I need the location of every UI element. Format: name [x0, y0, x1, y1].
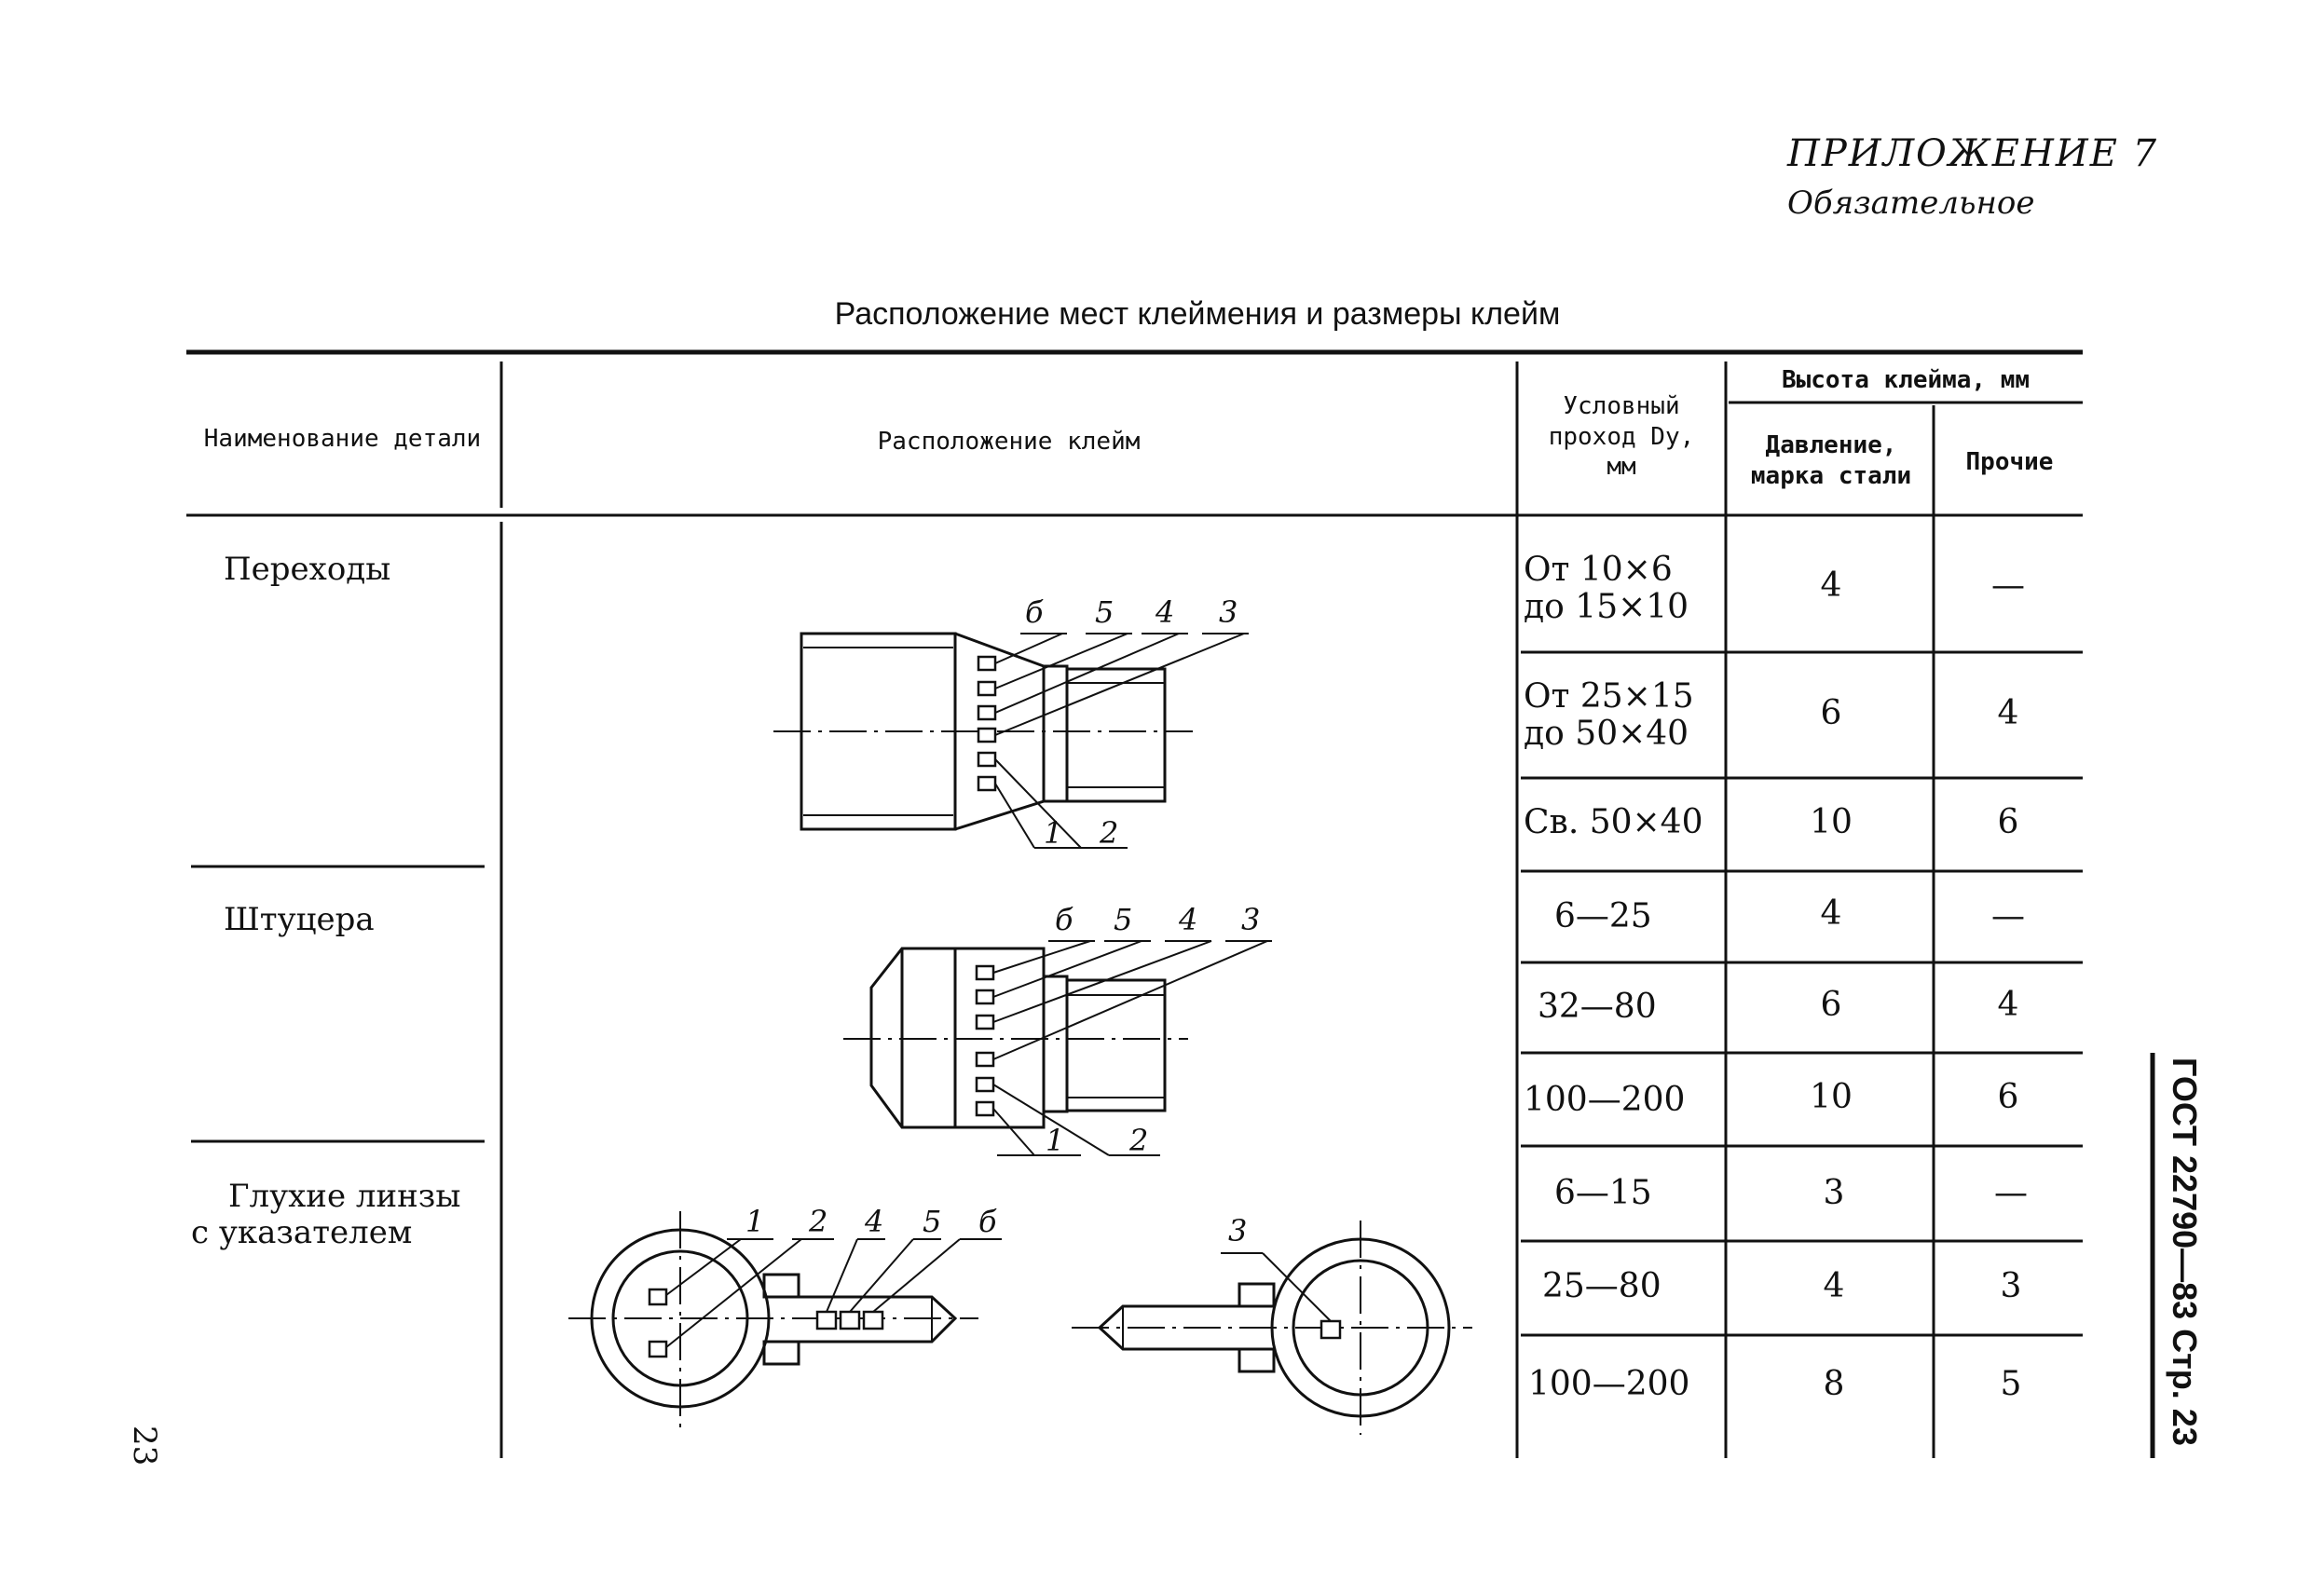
- other-row-5: 4: [1997, 986, 2019, 1024]
- bore-row-2-line2: до 50×40: [1524, 714, 1689, 753]
- bore-row-9: 100—200: [1528, 1365, 1690, 1403]
- appendix-title: ПРИЛОЖЕНИЕ 7: [1787, 132, 2159, 175]
- fitting-label-5: 5: [1114, 902, 1132, 937]
- transition-drawing: [773, 632, 1249, 849]
- part-lenses-line2: с указателем: [191, 1214, 413, 1252]
- other-row-9: 5: [2000, 1365, 2022, 1403]
- other-row-1: —: [1991, 566, 2025, 605]
- transition-label-5: 5: [1095, 594, 1114, 630]
- other-row-2: 4: [1997, 694, 2019, 732]
- table-title: Расположение мест клеймения и размеры кл…: [834, 296, 1561, 332]
- row-separators: [1521, 650, 2083, 1337]
- transition-label-4: 4: [1155, 594, 1174, 630]
- other-row-3: 6: [1997, 803, 2019, 841]
- pressure-row-7: 3: [1823, 1174, 1845, 1212]
- bore-row-1: От 10×6 до 15×10: [1524, 552, 1689, 625]
- transition-label-2: 2: [1099, 815, 1118, 851]
- part-fittings: Штуцера: [224, 901, 375, 938]
- lens-left-label-5: 5: [923, 1204, 941, 1239]
- other-row-4: —: [1991, 897, 2025, 935]
- fitting-label-3: 3: [1241, 902, 1260, 937]
- pressure-row-5: 6: [1820, 986, 1842, 1024]
- fitting-label-2: 2: [1128, 1123, 1148, 1158]
- header-other: Прочие: [1965, 448, 2054, 476]
- bore-row-6: 100—200: [1524, 1081, 1686, 1119]
- transition-label-1: 1: [1044, 815, 1062, 851]
- other-row-7: —: [1994, 1174, 2028, 1212]
- appendix-subtitle: Обязательное: [1787, 184, 2035, 222]
- lens-left-drawing: [568, 1211, 1002, 1430]
- part-lenses-line1: Глухие линзы: [228, 1178, 461, 1215]
- pressure-row-6: 10: [1810, 1078, 1853, 1116]
- header-bore-line2: проход Dу,: [1548, 422, 1695, 451]
- transition-label-3: 3: [1219, 594, 1238, 630]
- fitting-label-1: 1: [1046, 1123, 1064, 1158]
- lens-right-label-3: 3: [1228, 1213, 1247, 1248]
- bore-row-2: От 25×15 до 50×40: [1524, 678, 1694, 752]
- lens-right-drawing: [1072, 1221, 1472, 1435]
- lens-left-label-1: 1: [745, 1204, 764, 1239]
- other-row-8: 3: [2000, 1267, 2022, 1305]
- fitting-label-4: 4: [1178, 902, 1197, 937]
- doc-code-vertical: ГОСТ 22790—83 Стр. 23: [2166, 1057, 2204, 1446]
- page-number-vertical: 23: [126, 1425, 163, 1466]
- header-part-name: Наименование детали: [203, 425, 482, 453]
- bore-row-1-line2: до 15×10: [1524, 587, 1689, 626]
- lens-left-label-6: б: [978, 1204, 997, 1239]
- pressure-row-8: 4: [1823, 1267, 1845, 1305]
- part-lenses: Глухие линзы с указателем: [191, 1178, 461, 1252]
- pressure-row-1: 4: [1820, 566, 1842, 605]
- header-location: Расположение клейм: [877, 428, 1141, 456]
- header-bore: Условный проход Dу, мм: [1517, 391, 1726, 483]
- pressure-row-3: 10: [1810, 803, 1853, 841]
- bore-row-7: 6—15: [1554, 1174, 1652, 1212]
- lens-left-label-4: 4: [864, 1204, 883, 1239]
- pressure-row-4: 4: [1820, 894, 1842, 933]
- fitting-drawing: [843, 940, 1272, 1156]
- bore-row-4: 6—25: [1554, 897, 1652, 935]
- header-bore-line1: Условный: [1563, 392, 1680, 420]
- fitting-label-6: б: [1055, 902, 1073, 937]
- transition-label-6: б: [1025, 594, 1044, 630]
- bore-row-1-line1: От 10×6: [1524, 551, 1673, 589]
- other-row-6: 6: [1997, 1078, 2019, 1116]
- header-pressure: Давление, марка стали: [1729, 430, 1934, 491]
- lens-left-label-2: 2: [808, 1204, 827, 1239]
- pressure-row-9: 8: [1823, 1365, 1845, 1403]
- header-pressure-line2: марка стали: [1750, 461, 1912, 490]
- bore-row-5: 32—80: [1538, 988, 1657, 1026]
- pressure-row-2: 6: [1820, 694, 1842, 732]
- part-transitions: Переходы: [224, 551, 391, 588]
- header-pressure-line1: Давление,: [1765, 431, 1897, 459]
- bore-row-8: 25—80: [1542, 1267, 1661, 1305]
- bore-row-3: Св. 50×40: [1524, 803, 1703, 841]
- header-height: Высота клейма, мм: [1781, 366, 2031, 394]
- header-bore-line3: мм: [1607, 453, 1636, 481]
- bore-row-2-line1: От 25×15: [1524, 677, 1694, 716]
